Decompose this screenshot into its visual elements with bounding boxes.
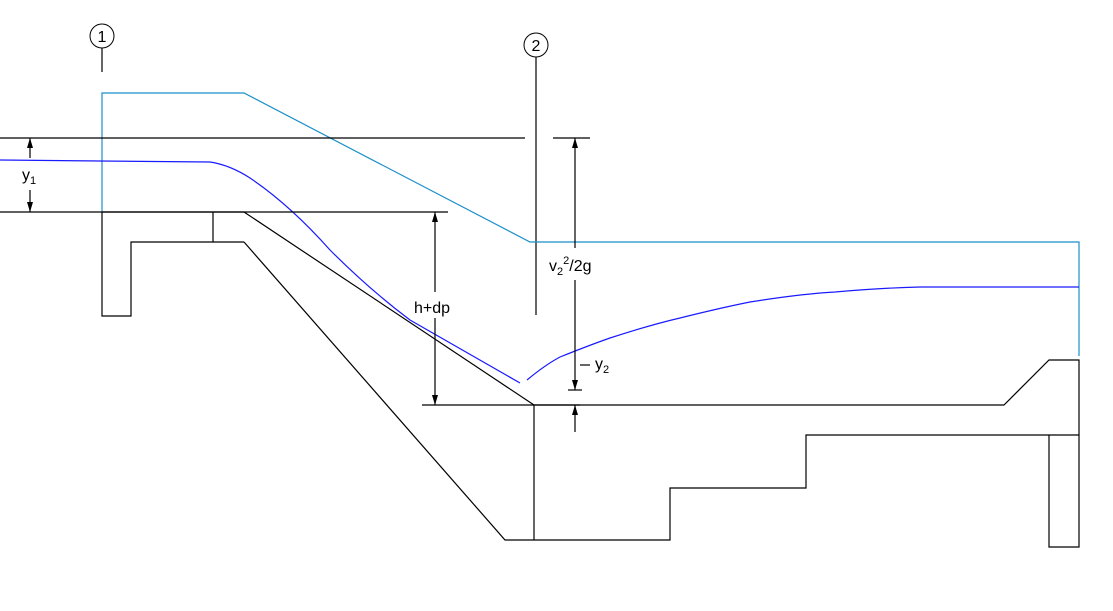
hdp-arrow-bottom [432,395,438,405]
section-1-label: 1 [98,29,107,46]
downstream-water-surface [526,286,1079,381]
velocity-head-subscript: 2 [557,266,563,278]
y2-arrow-bottom [572,405,578,415]
y1-arrow-bottom [27,202,33,212]
section-marker-1: 1 [89,23,115,72]
y2-label: y2 [595,356,609,376]
hdp-label: h+dp [414,300,450,317]
velocity-head-superscript: 2 [563,255,569,267]
vh-arrow-bottom [572,380,578,390]
dimension-h-dp: h+dp [414,212,450,405]
y1-label: y1 [22,167,36,187]
section-2-label: 2 [532,38,541,55]
spillway-face [243,211,535,406]
y1-subscript: 1 [30,175,36,187]
dimension-velocity-head: v22/2g [549,138,592,390]
y2-subscript: 2 [603,364,609,376]
y1-arrow-top [27,138,33,148]
weir-structure [101,211,1080,548]
hdp-arrow-top [432,212,438,222]
section-marker-2: 2 [523,32,549,315]
velocity-head-rest: /2g [569,258,591,275]
vh-arrow-top [572,138,578,148]
upstream-water-surface [0,159,521,384]
dimension-y2: y2 [568,356,609,432]
dimension-y1: y1 [22,138,36,212]
velocity-head-label: v22/2g [549,255,592,278]
energy-grade-line [101,92,1080,356]
basin-floor [534,359,1080,435]
weir-upstream-wall [101,212,214,317]
spillway-underside [243,241,1080,548]
